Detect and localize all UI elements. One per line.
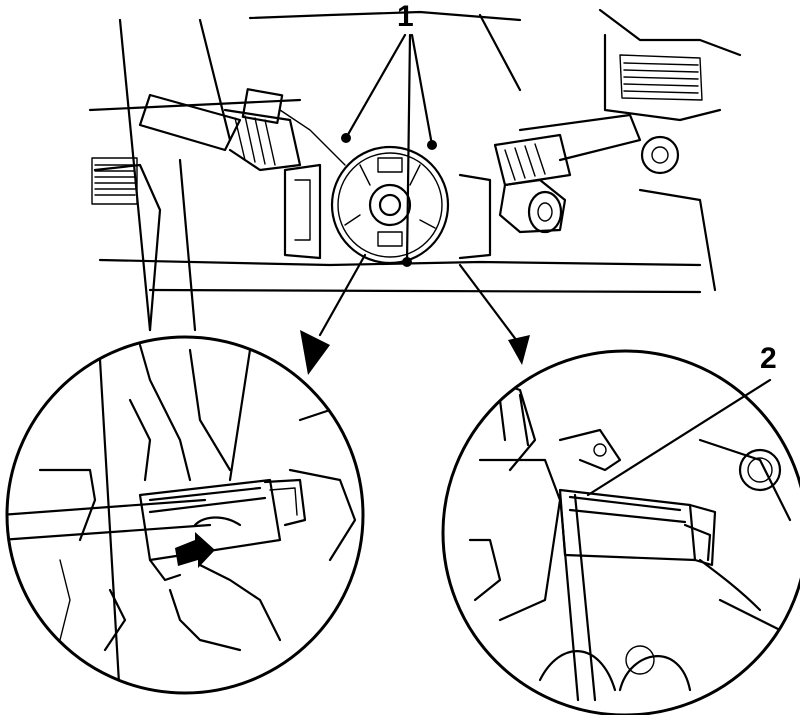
screwdriver-right [558, 493, 597, 702]
callout-2-leader [586, 378, 772, 497]
push-arrow-icon [175, 532, 215, 568]
ignition-lock [498, 178, 567, 234]
overview-view: 1 [88, 0, 742, 332]
callout-1-label: 1 [397, 0, 414, 33]
left-stalk-switch [138, 88, 346, 172]
right-vent [619, 54, 703, 101]
left-detail-view [5, 335, 365, 695]
callout-1-leader-c [405, 33, 412, 264]
clock-spring [330, 145, 450, 265]
right-detail-view: 2 [441, 342, 800, 715]
left-vent [91, 157, 138, 205]
callout-2-label: 2 [760, 342, 777, 375]
right-stalk-switch [493, 113, 680, 187]
detail-pointers [300, 253, 530, 375]
callout-1-leader-b [410, 33, 434, 147]
screwdriver-left [7, 498, 212, 542]
callout-1-leader-a [344, 33, 407, 140]
